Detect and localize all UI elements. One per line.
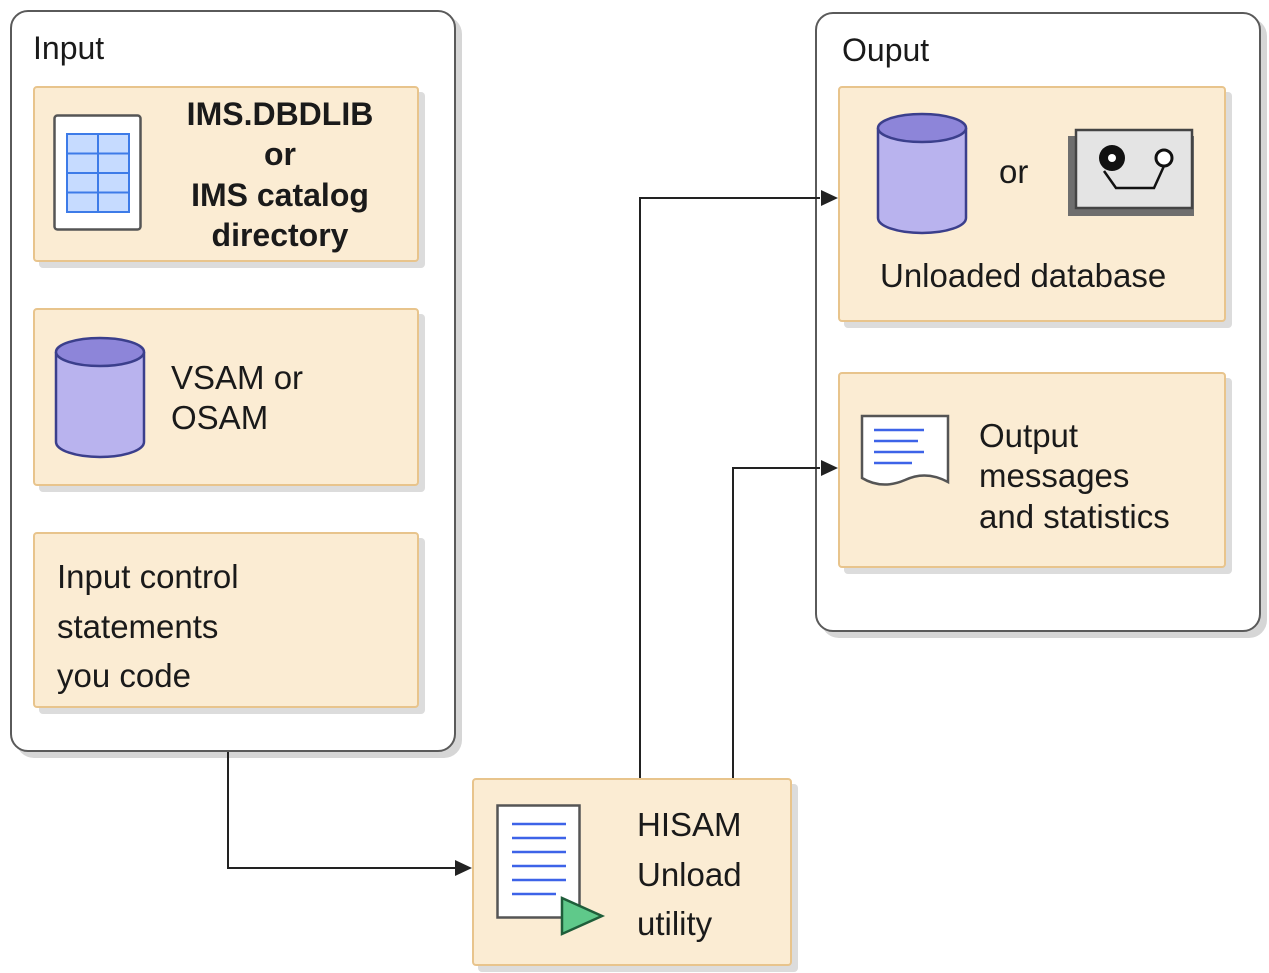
dbdlib-label: IMS.DBDLIB or IMS catalog directory	[186, 96, 374, 253]
input-group-title: Input	[33, 30, 105, 66]
dataset-label: VSAM or OSAM	[171, 359, 304, 437]
utility-to-messages-arrowhead	[821, 460, 838, 476]
utility-program-icon	[496, 804, 606, 936]
report-document-icon	[860, 414, 950, 486]
output-messages-label: Output messages and statistics	[979, 417, 1170, 535]
tape-icon	[1068, 128, 1194, 216]
control-statements-card	[33, 532, 419, 708]
utility-to-database-arrowhead	[821, 190, 838, 206]
input-to-utility-connector	[227, 752, 455, 869]
database-cylinder-icon	[54, 336, 146, 459]
unloaded-database-label: Unloaded database	[880, 257, 1167, 294]
or-label: or	[999, 153, 1029, 190]
utility-label: HISAM Unload utility	[637, 806, 742, 942]
table-icon	[53, 114, 142, 231]
database-cylinder-icon	[876, 112, 968, 235]
output-group-title: Ouput	[842, 32, 930, 68]
utility-to-messages-connector	[732, 467, 820, 778]
input-to-utility-arrowhead	[455, 860, 472, 876]
utility-to-database-connector	[639, 197, 820, 778]
control-statements-label: Input control statements you code	[57, 558, 239, 694]
